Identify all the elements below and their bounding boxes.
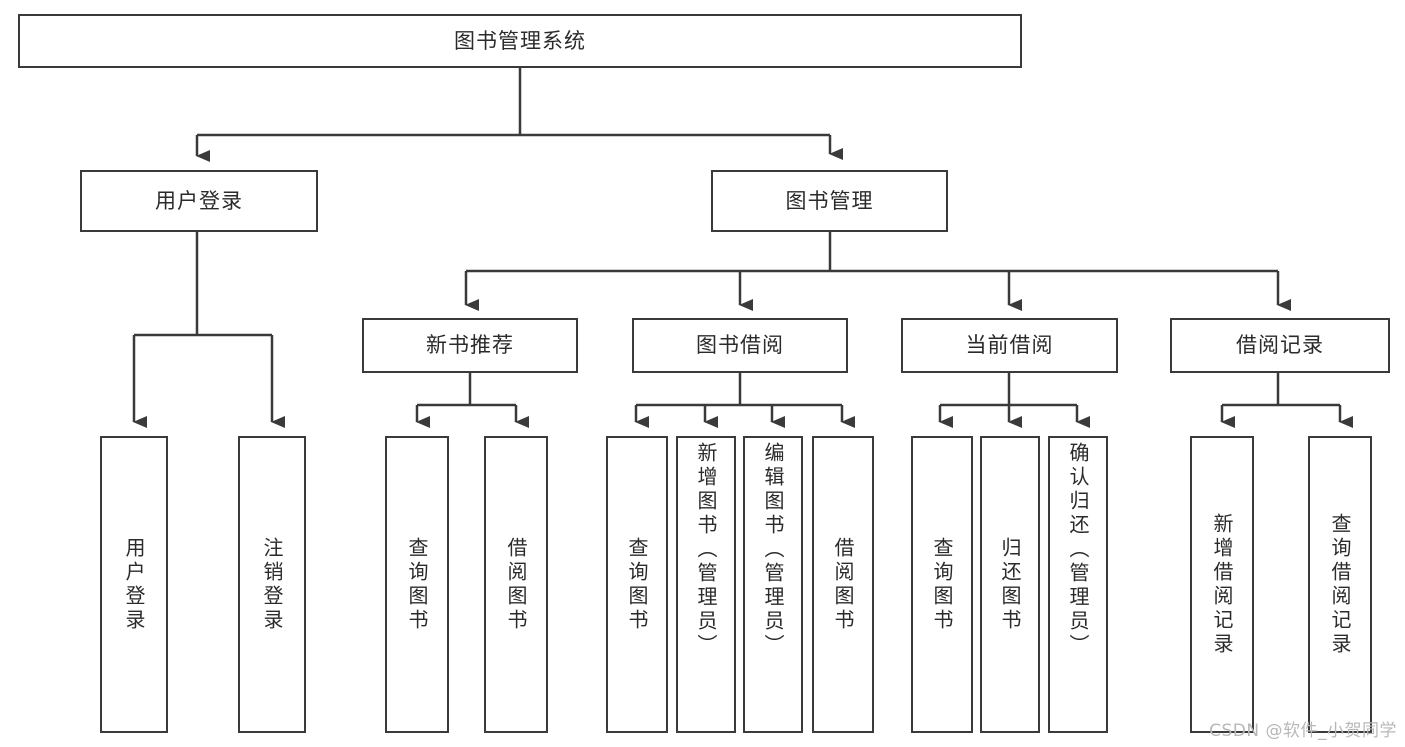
node-leaf-edit-book-label: 编辑图书（管理员） <box>761 442 785 658</box>
node-user-login-label: 用户登录 <box>155 188 243 213</box>
node-leaf-query-book-1[interactable]: 查询图书 <box>385 436 449 733</box>
node-leaf-query-book-2[interactable]: 查询图书 <box>606 436 668 733</box>
node-leaf-query-record-label: 查询借阅记录 <box>1328 512 1352 657</box>
node-borrow-record[interactable]: 借阅记录 <box>1170 318 1390 373</box>
node-borrow-record-label: 借阅记录 <box>1236 333 1324 358</box>
node-leaf-query-book-3-label: 查询图书 <box>930 536 954 633</box>
node-current-borrow[interactable]: 当前借阅 <box>901 318 1118 373</box>
node-new-book-recommend[interactable]: 新书推荐 <box>362 318 578 373</box>
node-leaf-user-login[interactable]: 用户登录 <box>100 436 168 733</box>
node-leaf-query-book-2-label: 查询图书 <box>625 536 649 633</box>
node-leaf-user-login-label: 用户登录 <box>122 536 146 633</box>
node-leaf-query-record[interactable]: 查询借阅记录 <box>1308 436 1372 733</box>
node-leaf-add-record-label: 新增借阅记录 <box>1210 512 1234 657</box>
node-leaf-borrow-book-2[interactable]: 借阅图书 <box>812 436 874 733</box>
node-leaf-borrow-book-2-label: 借阅图书 <box>831 536 855 633</box>
node-book-borrow[interactable]: 图书借阅 <box>632 318 848 373</box>
node-leaf-borrow-book-1-label: 借阅图书 <box>504 536 528 633</box>
node-root[interactable]: 图书管理系统 <box>18 14 1022 68</box>
node-leaf-add-record[interactable]: 新增借阅记录 <box>1190 436 1254 733</box>
node-root-label: 图书管理系统 <box>454 28 586 53</box>
node-new-book-recommend-label: 新书推荐 <box>426 333 514 358</box>
node-user-login[interactable]: 用户登录 <box>80 170 318 232</box>
node-leaf-borrow-book-1[interactable]: 借阅图书 <box>484 436 548 733</box>
node-leaf-add-book-label: 新增图书（管理员） <box>694 442 718 658</box>
node-leaf-confirm-return[interactable]: 确认归还（管理员） <box>1048 436 1108 733</box>
node-leaf-query-book-3[interactable]: 查询图书 <box>911 436 973 733</box>
node-leaf-edit-book[interactable]: 编辑图书（管理员） <box>743 436 803 733</box>
node-current-borrow-label: 当前借阅 <box>965 333 1054 358</box>
node-leaf-query-book-1-label: 查询图书 <box>405 536 429 633</box>
node-leaf-add-book[interactable]: 新增图书（管理员） <box>676 436 736 733</box>
node-book-manage-label: 图书管理 <box>785 188 874 213</box>
node-leaf-logout-login-label: 注销登录 <box>260 536 284 633</box>
node-leaf-confirm-return-label: 确认归还（管理员） <box>1066 442 1090 658</box>
watermark-text: CSDN @软件_小贺同学 <box>1209 721 1397 741</box>
node-leaf-return-book-label: 归还图书 <box>998 536 1022 633</box>
node-leaf-return-book[interactable]: 归还图书 <box>980 436 1040 733</box>
node-leaf-logout-login[interactable]: 注销登录 <box>238 436 306 733</box>
node-book-manage[interactable]: 图书管理 <box>711 170 948 232</box>
node-book-borrow-label: 图书借阅 <box>696 333 784 358</box>
